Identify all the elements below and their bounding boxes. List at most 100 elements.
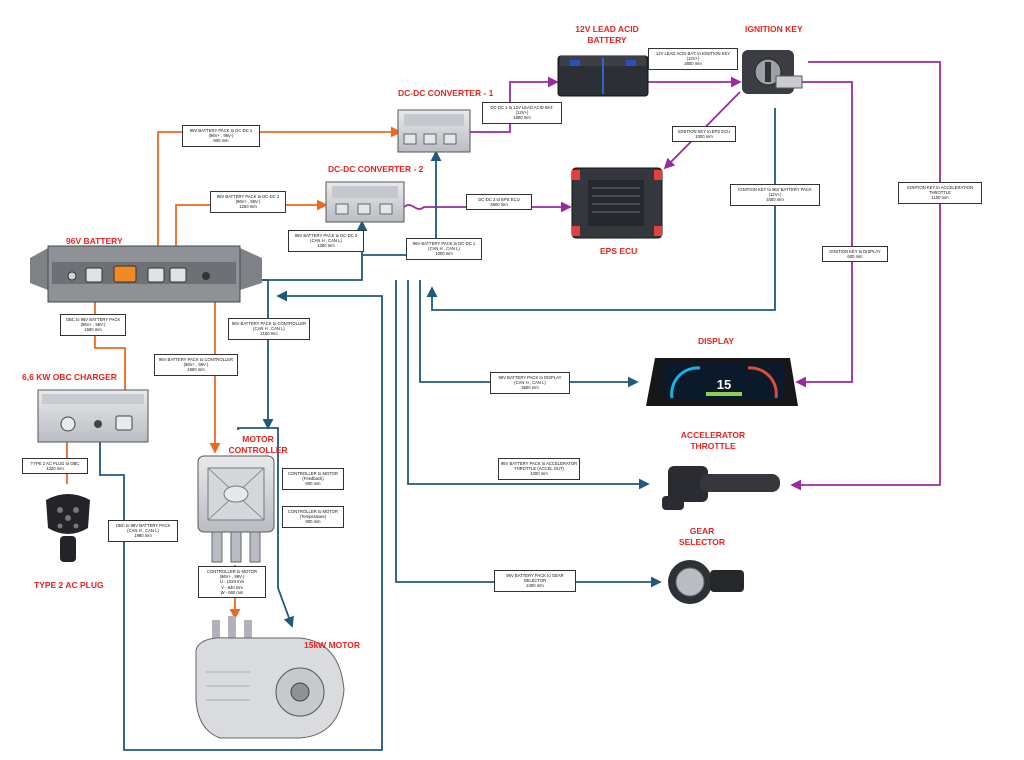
title-lead-acid-battery: 12V LEAD ACID BATTERY — [562, 24, 652, 46]
label-plug-obc: TYPE 2 AC PLUG to OBC 4320 mm — [22, 458, 88, 475]
label-line: 600 mm — [847, 254, 863, 260]
wire-ign-bat — [426, 108, 776, 311]
label-line: U - 1020 mm — [219, 579, 245, 585]
label-line: 900 mm — [305, 481, 321, 487]
label-line: (CAN H , CAN L) — [428, 246, 460, 252]
label-bat-ctrl-pwr: 96V BATTERY PACK to CONTROLLER (96V+ , 9… — [154, 354, 238, 376]
wire-bat-ctrl-can — [240, 279, 274, 430]
label-line: 1560 mm — [84, 327, 102, 333]
label-line: (96V+ , 96V-) — [208, 133, 234, 139]
label-obc-bat: OBC to 96V BATTERY PACK (96V+ , 96V-) 15… — [60, 314, 126, 336]
wire-ign-accel — [790, 61, 941, 491]
label-line: 3600 mm — [490, 202, 508, 208]
label-line: 96V BATTERY PACK to DC-DC 2 — [216, 194, 280, 199]
label-line: V - 840 mm — [221, 584, 243, 590]
label-line: IGNITION KEY to EPS ECU — [677, 129, 731, 134]
title-dcdc-converter-2: DC-DC CONVERTER - 2 — [328, 164, 424, 174]
label-line: IGNITION KEY to DISPLAY — [829, 249, 881, 254]
label-line: 1800 mm — [187, 367, 205, 373]
label-line: 1000 mm — [695, 134, 713, 140]
label-line: 96V BATTERY PACK to DC-DC 1 — [189, 128, 253, 133]
label-line: 900 mm — [305, 519, 321, 525]
label-bat-dcdc2-can: 96V BATTERY PACK to DC-DC 2 (CAN H , CAN… — [288, 230, 364, 252]
label-line: CONTROLLER to MOTOR — [288, 471, 338, 476]
battery-96v-image — [30, 245, 262, 303]
label-ign-display: IGNITION KEY to DISPLAY 600 mm — [822, 246, 888, 263]
title-motor-controller-line1: MOTOR — [242, 434, 274, 444]
label-line: DC-DC 1 to 12V LEAD ACID BAT. — [490, 105, 554, 110]
title-motor-controller: MOTOR CONTROLLER — [228, 434, 288, 456]
lead-acid-battery-image — [557, 55, 649, 97]
label-line: CONTROLLER to MOTOR — [288, 509, 338, 514]
label-line: (CAN H , CAN L) — [127, 528, 159, 534]
label-line: TYPE 2 AC PLUG to OBC — [30, 461, 80, 466]
label-line: (12V+) — [686, 56, 700, 62]
display-image — [646, 358, 798, 406]
label-bat-dcdc1: 96V BATTERY PACK to DC-DC 1 (96V+ , 96V-… — [182, 125, 260, 147]
dcdc-converter-2-image — [325, 181, 405, 223]
label-bat-gear: 96V BATTERY PACK to GEAR SELECTOR 2400 m… — [494, 570, 576, 592]
label-ign-accel: IGNITION KEY to ACCELERATION THROTTLE 11… — [898, 182, 982, 204]
label-line: OBC to 96V BATTERY PACK — [65, 317, 121, 322]
title-lead-acid-line2: BATTERY — [587, 35, 627, 45]
title-ac-plug: TYPE 2 AC PLUG — [34, 580, 104, 590]
title-accelerator-line2: THROTTLE — [690, 441, 736, 451]
title-gear-selector: GEAR SELECTOR — [672, 526, 732, 548]
label-line: 1100 mm — [931, 195, 949, 201]
label-dcdc2-eps: DC-DC 2 to EPS ECU 3600 mm — [466, 194, 532, 211]
label-line: CONTROLLER to MOTOR — [207, 569, 257, 574]
eps-ecu-image — [571, 167, 663, 239]
label-lead-ign: 12V LEAD ACID BAT. to IGNITION KEY (12V+… — [648, 48, 738, 70]
label-line: THROTTLE (ACCEL OUT) — [514, 466, 564, 472]
label-line: 96V BATTERY PACK to DISPLAY — [498, 375, 562, 380]
label-line: (96V+ , 96V-) — [80, 322, 106, 328]
label-line: (Feedback) — [302, 476, 324, 482]
label-bat-display: 96V BATTERY PACK to DISPLAY (CAN H , CAN… — [490, 372, 570, 394]
label-line: (Temperature) — [299, 514, 327, 520]
label-line: 12V LEAD ACID BAT. to IGNITION KEY — [655, 51, 731, 56]
title-obc-charger: 6,6 KW OBC CHARGER — [22, 372, 117, 382]
title-ignition-key: IGNITION KEY — [745, 24, 803, 34]
label-line: DC-DC 2 to EPS ECU — [478, 197, 520, 202]
label-line: 4320 mm — [46, 466, 64, 472]
label-line: 96V BATTERY PACK to CONTROLLER — [231, 321, 307, 326]
label-line: 1980 mm — [134, 533, 152, 539]
title-gear-line2: SELECTOR — [678, 537, 726, 547]
label-line: (12V+) — [768, 192, 782, 198]
label-bat-dcdc1-can: 96V BATTERY PACK to DC-DC 1 (CAN H , CAN… — [406, 238, 482, 260]
gear-selector-image — [668, 560, 744, 604]
title-gear-line1: GEAR — [689, 526, 715, 536]
label-line: 3600 mm — [521, 385, 539, 391]
label-line: OBC to 96V BATTERY PACK — [115, 523, 171, 528]
label-ign-eps: IGNITION KEY to EPS ECU 1000 mm — [672, 126, 736, 143]
label-line: IGNITION KEY to 96V BATTERY PACK — [738, 187, 812, 192]
label-obc-bat-can: OBC to 96V BATTERY PACK (CAN H , CAN L) … — [108, 520, 178, 542]
label-bat-dcdc2: 96V BATTERY PACK to DC-DC 2 (96V+ , 96V-… — [210, 191, 286, 213]
label-line: 96V BATTERY PACK to DC-DC 2 — [294, 233, 358, 238]
label-line: 3600 mm — [684, 61, 702, 67]
ac-plug-image — [46, 494, 90, 562]
label-line: 900 mm — [213, 138, 229, 144]
label-ctrl-motor-temp: CONTROLLER to MOTOR (Temperature) 900 mm — [282, 506, 344, 528]
label-dcdc1-lead: DC-DC 1 to 12V LEAD ACID BAT. (12V+) 180… — [482, 102, 562, 124]
label-line: 4200 mm — [530, 471, 548, 477]
title-eps-ecu: EPS ECU — [600, 246, 638, 256]
title-accelerator-line1: ACCELERATOR — [680, 430, 746, 440]
label-line: 96V BATTERY PACK to DC-DC 1 — [412, 241, 476, 246]
title-lead-acid-line1: 12V LEAD ACID — [575, 24, 639, 34]
wire-bat-accel — [407, 280, 650, 490]
label-line: 1000 mm — [435, 251, 453, 257]
label-line: (CAN H , CAN L) — [253, 326, 285, 332]
title-motor: 15kW MOTOR — [304, 640, 361, 650]
label-line: 3400 mm — [766, 197, 784, 203]
wire-obc-bat-can — [99, 290, 383, 751]
label-line: 2100 mm — [260, 331, 278, 337]
dcdc-converter-1-image — [397, 109, 471, 153]
label-line: 1200 mm — [239, 204, 257, 210]
title-dcdc-converter-1: DC-DC CONVERTER - 1 — [398, 88, 494, 98]
label-ctrl-motor-fb: CONTROLLER to MOTOR (Feedback) 900 mm — [282, 468, 344, 490]
title-accelerator-throttle: ACCELERATOR THROTTLE — [668, 430, 758, 452]
obc-charger-image — [37, 389, 149, 443]
display-speed: 15 — [717, 377, 731, 392]
